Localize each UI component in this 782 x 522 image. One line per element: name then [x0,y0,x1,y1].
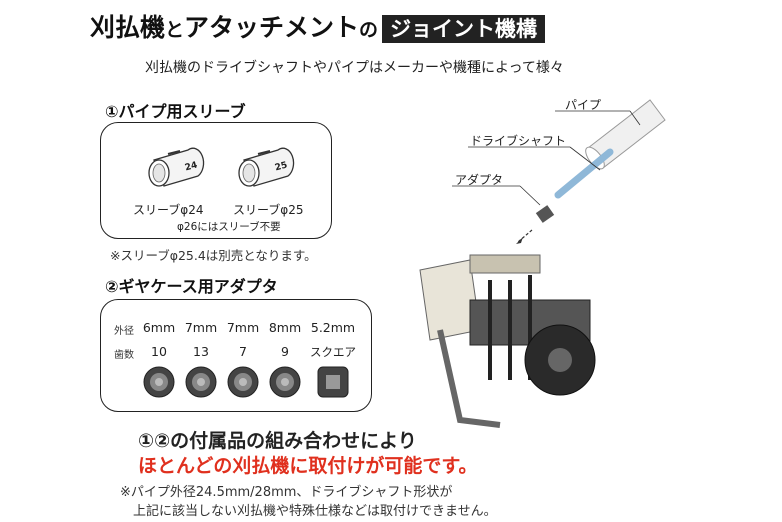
callout-pipe: パイプ [565,98,602,112]
tiller-icon [419,254,596,428]
callout-drive-shaft: ドライブシャフト [470,134,567,148]
adapter-section-heading: ②ギヤケース用アダプタ [105,277,278,296]
adapter-icon [535,205,555,223]
drive-shaft-icon [554,148,614,199]
adapter-od-5: 5.2mm [310,320,356,335]
adapter-od-4: 8mm [268,320,302,335]
callout-adapter: アダプタ [455,173,504,187]
od-row-label: 外径 [114,326,134,337]
adapter-teeth-4: 9 [281,344,289,359]
adapter-icons [143,366,349,398]
compatibility-line: ほとんどの刈払機に取付けが可能です。 [138,455,478,477]
sleeve-section-heading: ①パイプ用スリーブ [105,102,246,121]
page-title: 刈払機とアタッチメントのジョイント機構 [90,8,546,44]
sleeve-panel [100,122,332,239]
attachment-illustration [419,99,666,428]
adapter-panel [100,299,372,412]
sleeve-illustrations [148,147,295,187]
title-highlight: ジョイント機構 [382,15,546,43]
square-adapter-icon [317,366,349,398]
sleeve-25-label: スリーブφ25 [233,203,304,217]
adapter-od-2: 7mm [184,320,218,335]
sleeve-24-label: スリーブφ24 [133,203,204,217]
footnote-2: 上記に該当しない刈払機や特殊仕様などは取付けできません。 [133,504,497,519]
subtitle: 刈払機のドライブシャフトやパイプはメーカーや機種によって様々 [145,60,564,76]
gear-7-icon [227,366,259,398]
adapter-od-1: 6mm [142,320,176,335]
sleeve-note-inside: φ26にはスリーブ不要 [177,221,281,233]
gear-10-icon [143,366,175,398]
gear-9-icon [269,366,301,398]
adapter-teeth-5: スクエア [310,345,356,359]
sleeve-note-outside: ※スリーブφ25.4は別売となります。 [110,248,317,263]
sleeve-25-icon [238,147,295,187]
adapter-teeth-1: 10 [151,344,167,359]
adapter-od-3: 7mm [226,320,260,335]
combination-line: ①②の付属品の組み合わせにより [138,430,417,452]
sleeve-24-icon [148,147,205,187]
teeth-row-label: 歯数 [114,350,134,361]
footnote-1: ※パイプ外径24.5mm/28mm、ドライブシャフト形状が [120,485,453,500]
gear-13-icon [185,366,217,398]
adapter-teeth-3: 7 [239,344,247,359]
adapter-teeth-2: 13 [193,344,209,359]
